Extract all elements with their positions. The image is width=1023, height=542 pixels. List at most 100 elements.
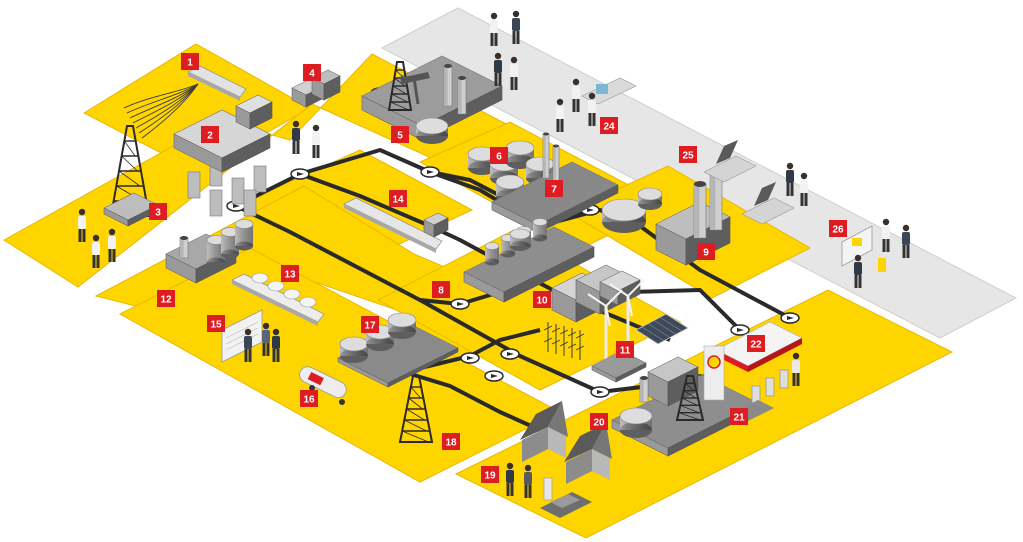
marker-25[interactable]: 25 — [679, 146, 697, 163]
marker-19[interactable]: 19 — [481, 466, 499, 483]
marker-18[interactable]: 18 — [442, 433, 460, 450]
marker-11[interactable]: 11 — [616, 341, 634, 358]
marker-badge[interactable] — [300, 390, 318, 407]
marker-label: 13 — [284, 270, 296, 281]
worker-2 — [92, 234, 100, 268]
marker-badge[interactable] — [207, 315, 225, 332]
marker-badge[interactable] — [149, 203, 167, 220]
marker-label: 21 — [733, 413, 745, 424]
marker-7[interactable]: 7 — [545, 180, 563, 197]
marker-2[interactable]: 2 — [201, 126, 219, 143]
pipeline-valve — [780, 312, 800, 324]
terminal-base — [337, 322, 459, 388]
analyst-1 — [786, 162, 794, 196]
marker-badge[interactable] — [697, 243, 715, 260]
marker-label: 5 — [397, 131, 403, 142]
marker-26[interactable]: 26 — [829, 220, 847, 237]
marker-24[interactable]: 24 — [600, 117, 618, 134]
lng-dome — [251, 272, 269, 284]
offshore-platform — [187, 159, 267, 217]
onshore-stack-a — [443, 64, 453, 107]
marker-badge[interactable] — [181, 53, 199, 70]
marker-9[interactable]: 9 — [697, 243, 715, 260]
marker-badge[interactable] — [616, 341, 634, 358]
pipeline-valve — [460, 352, 480, 364]
crude-tanker — [343, 197, 443, 253]
brand-shell-icon — [707, 355, 721, 369]
marker-badge[interactable] — [600, 117, 618, 134]
trader-3 — [272, 328, 280, 362]
marker-badge[interactable] — [432, 281, 450, 298]
marker-21[interactable]: 21 — [730, 408, 748, 425]
gas-sphere — [509, 228, 531, 251]
marker-label: 19 — [484, 471, 496, 482]
marker-badge[interactable] — [679, 146, 697, 163]
marker-3[interactable]: 3 — [149, 203, 167, 220]
marker-badge[interactable] — [590, 413, 608, 430]
engineer-1 — [292, 120, 300, 154]
marker-label: 4 — [309, 69, 315, 80]
marker-12[interactable]: 12 — [157, 290, 175, 307]
marker-14[interactable]: 14 — [389, 190, 407, 207]
pipeline-segment — [403, 328, 541, 374]
marker-label: 6 — [496, 152, 502, 163]
ev-charger — [543, 477, 553, 501]
marker-badge[interactable] — [481, 466, 499, 483]
marker-badge[interactable] — [361, 316, 379, 333]
marker-badge[interactable] — [545, 180, 563, 197]
marker-badge[interactable] — [442, 433, 460, 450]
marker-10[interactable]: 10 — [533, 291, 551, 308]
marker-label: 17 — [364, 321, 376, 332]
pumpjack — [400, 72, 430, 105]
marker-label: 3 — [155, 208, 161, 219]
marker-8[interactable]: 8 — [432, 281, 450, 298]
scientist-1 — [556, 98, 564, 132]
marker-badge[interactable] — [391, 126, 409, 143]
worker-3 — [108, 228, 116, 262]
presenter-3 — [902, 224, 910, 258]
onshore-stack-b — [457, 76, 467, 115]
marker-22[interactable]: 22 — [747, 335, 765, 352]
marker-label: 9 — [703, 248, 709, 259]
tanker-bridge — [423, 212, 449, 238]
power-plant-boiler — [619, 407, 653, 438]
marker-5[interactable]: 5 — [391, 126, 409, 143]
marker-15[interactable]: 15 — [207, 315, 225, 332]
lng-dome — [283, 288, 301, 300]
storage-tank-a — [467, 146, 497, 175]
marker-label: 25 — [682, 151, 694, 162]
marker-badge[interactable] — [389, 190, 407, 207]
marker-label: 20 — [593, 418, 605, 429]
trader-2 — [262, 322, 270, 356]
marker-17[interactable]: 17 — [361, 316, 379, 333]
marker-badge[interactable] — [157, 290, 175, 307]
marker-16[interactable]: 16 — [300, 390, 318, 407]
marker-badge[interactable] — [281, 265, 299, 282]
marker-badge[interactable] — [201, 126, 219, 143]
marker-label: 8 — [438, 286, 444, 297]
marker-label: 10 — [536, 296, 548, 307]
marker-20[interactable]: 20 — [590, 413, 608, 430]
platform-helideck — [235, 94, 273, 130]
marker-badge[interactable] — [730, 408, 748, 425]
researcher-2 — [512, 10, 520, 44]
marker-6[interactable]: 6 — [490, 147, 508, 164]
marker-badge[interactable] — [490, 147, 508, 164]
researcher-3 — [494, 52, 502, 86]
marker-1[interactable]: 1 — [181, 53, 199, 70]
marker-badge[interactable] — [533, 291, 551, 308]
pipeline-valve — [290, 168, 310, 180]
station-customer — [792, 352, 800, 386]
presenter-2 — [882, 218, 890, 252]
trading-screens — [221, 309, 263, 363]
marker-badge[interactable] — [303, 64, 321, 81]
marker-label: 15 — [210, 320, 222, 331]
tanker-truck-a — [299, 366, 347, 405]
researcher-4 — [510, 56, 518, 90]
marker-badge[interactable] — [829, 220, 847, 237]
marker-4[interactable]: 4 — [303, 64, 321, 81]
marker-badge[interactable] — [747, 335, 765, 352]
marker-13[interactable]: 13 — [281, 265, 299, 282]
lng-tank-0 — [206, 235, 226, 267]
